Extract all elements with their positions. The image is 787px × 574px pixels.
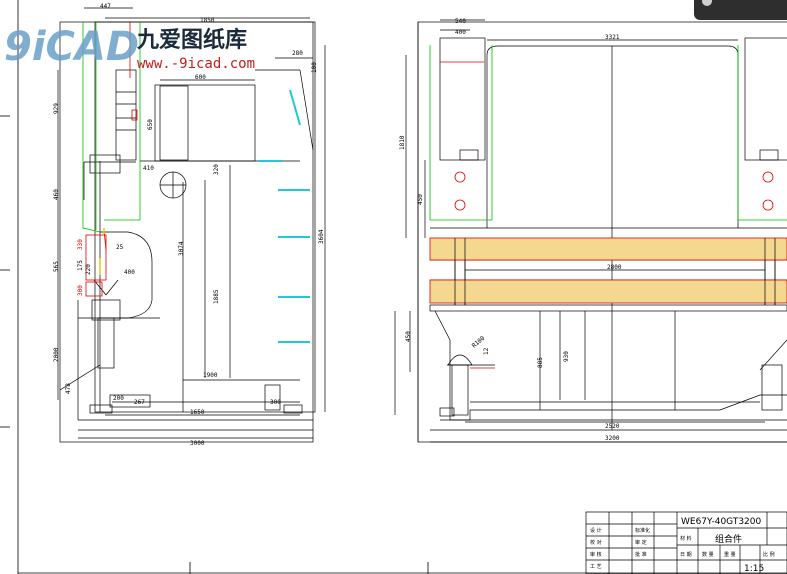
dim-1650: 1650 — [190, 409, 205, 416]
dim-3200: 3200 — [605, 435, 620, 442]
dim-2000: 2000 — [53, 347, 60, 362]
side-view-yellow-marks — [99, 228, 105, 275]
model-number: WE67Y-40GT3200 — [681, 517, 761, 527]
label-check: 校 对 — [590, 539, 602, 546]
logo-mark: 9iCAD — [4, 24, 139, 70]
dim-320: 320 — [213, 164, 220, 175]
dim-2800: 2800 — [607, 264, 622, 271]
dim-885: 885 — [537, 357, 544, 368]
side-view — [57, 7, 326, 443]
front-view-red-marks — [440, 61, 774, 369]
side-view-red-guides — [85, 22, 138, 297]
dim-450-upper: 450 — [417, 194, 424, 205]
label-approve: 批 准 — [635, 551, 647, 558]
title-block-text: 设 计 校 对 审 核 工 艺 标准化 审 定 批 准 材 料 日 期 数 量 … — [590, 517, 775, 574]
label-process: 工 艺 — [590, 564, 602, 570]
front-view-green-guides — [429, 45, 787, 221]
logo-name: 九爱图纸库 — [136, 27, 247, 53]
dim-1885: 1885 — [213, 289, 220, 304]
dim-447: 447 — [100, 3, 111, 10]
dim-460: 460 — [53, 189, 60, 200]
label-weight: 重 量 — [724, 551, 736, 558]
dim-1810: 1810 — [399, 135, 406, 150]
circle-icon — [702, 0, 712, 6]
logo-url: www.-9icad.com — [137, 56, 255, 72]
dim-3321: 3321 — [605, 34, 620, 41]
label-quantity: 数 量 — [702, 551, 714, 558]
front-view-beams — [429, 237, 787, 305]
dim-929: 929 — [53, 103, 60, 114]
dim-410: 410 — [143, 165, 154, 172]
label-review: 审 核 — [590, 551, 602, 558]
dim-100: 100 — [311, 62, 318, 73]
dim-3000: 3000 — [190, 440, 205, 447]
side-view-green-guides — [82, 22, 141, 233]
side-view-dimensions: 447 1850 600 280 100 650 410 320 25 400 … — [53, 3, 325, 447]
label-date: 日 期 — [680, 552, 692, 558]
dim-25: 25 — [116, 244, 124, 251]
dim-600: 600 — [195, 74, 206, 81]
drawing-title: 组合件 — [715, 533, 742, 545]
dim-175: 175 — [77, 260, 84, 271]
dim-565: 565 — [53, 261, 60, 272]
dim-450-lower: 450 — [405, 331, 412, 342]
dim-650: 650 — [147, 119, 154, 130]
dim-2520: 2520 — [605, 423, 620, 430]
label-scale: 比 例 — [763, 551, 775, 558]
dim-220: 220 — [85, 264, 92, 275]
dim-930: 930 — [563, 351, 570, 362]
dim-200: 200 — [113, 395, 124, 402]
dim-400: 400 — [455, 29, 466, 36]
dim-12: 12 — [483, 347, 490, 355]
scale-value: 1:15 — [744, 564, 764, 574]
front-view — [394, 19, 787, 443]
window-corner-overlay — [694, 0, 787, 20]
dim-540: 540 — [455, 18, 466, 25]
dim-280: 280 — [292, 50, 303, 57]
side-view-cyan-marks — [258, 89, 310, 343]
dim-300: 300 — [77, 285, 84, 296]
title-block — [585, 511, 787, 574]
dim-300-lower: 300 — [270, 399, 281, 406]
dim-3074: 3074 — [178, 241, 185, 256]
front-view-dimensions: 540 400 3321 1810 450 2800 2520 3200 12 … — [399, 18, 622, 442]
label-material: 材 料 — [680, 535, 692, 542]
label-approve-set: 审 定 — [635, 539, 647, 546]
label-design: 设 计 — [590, 527, 602, 534]
dim-1850: 1850 — [200, 17, 215, 24]
site-logo: 9iCAD 九爱图纸库 www.-9icad.com — [4, 24, 255, 72]
dim-400: 400 — [124, 269, 135, 276]
dim-1900: 1900 — [203, 372, 218, 379]
dim-r100: R100 — [471, 335, 487, 350]
dim-330: 330 — [77, 239, 84, 250]
dim-267: 267 — [134, 399, 145, 406]
dim-3604: 3604 — [318, 229, 325, 244]
dim-478: 478 — [65, 383, 72, 394]
label-standard: 标准化 — [635, 527, 650, 534]
